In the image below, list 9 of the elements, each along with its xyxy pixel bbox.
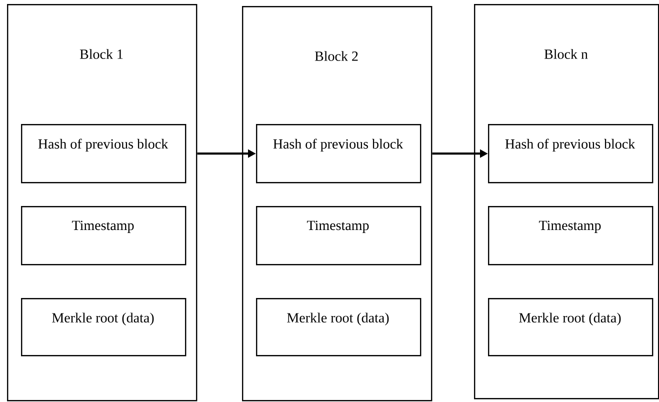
field-box: Hash of previous block <box>21 124 186 184</box>
field-box: Hash of previous block <box>256 124 422 184</box>
field-box: Merkle root (data) <box>488 298 654 356</box>
field-box: Timestamp <box>21 206 186 266</box>
field-box: Timestamp <box>488 206 654 266</box>
field-box: Merkle root (data) <box>21 298 186 356</box>
field-box: Hash of previous block <box>488 124 654 184</box>
field-box: Merkle root (data) <box>256 298 422 356</box>
field-box: Timestamp <box>256 206 422 266</box>
